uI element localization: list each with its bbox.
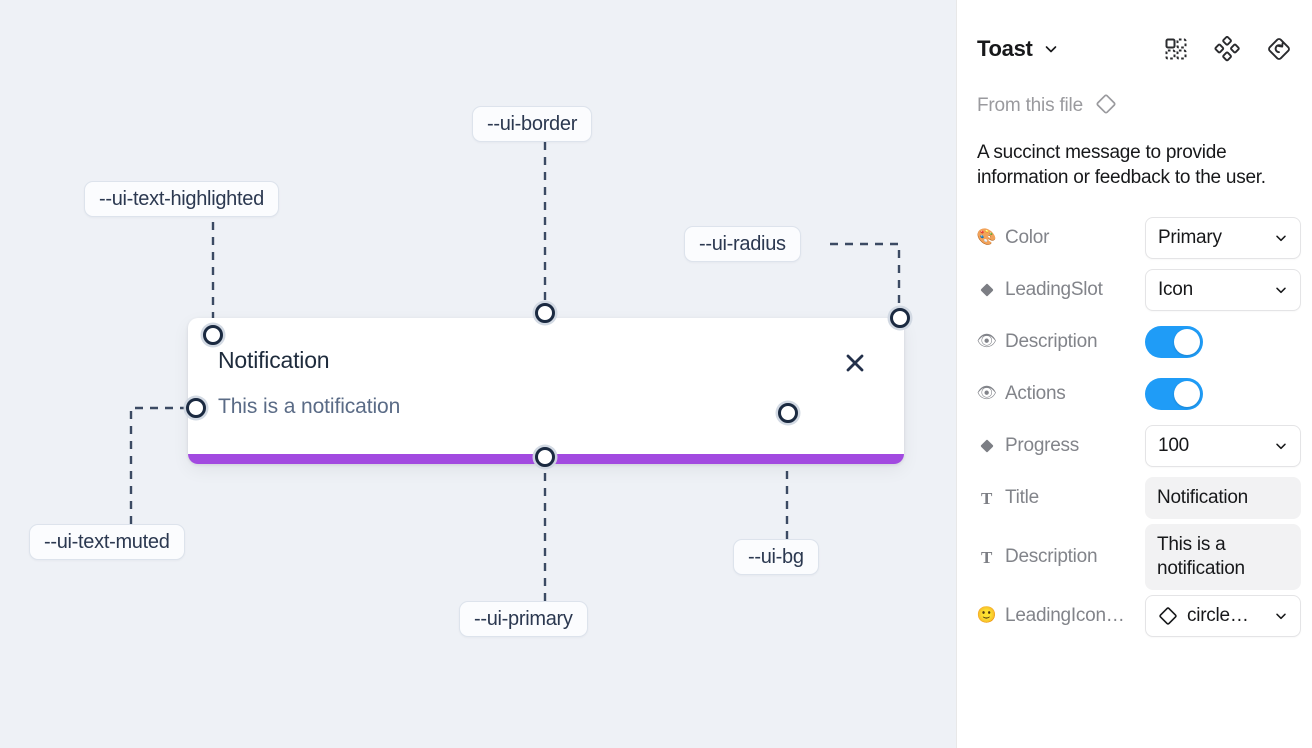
property-label-leadingslot: LeadingSlot: [977, 279, 1145, 301]
property-row-description-text: T Description This is a notification: [977, 524, 1301, 590]
property-label-text: LeadingSlot: [1005, 279, 1103, 300]
property-label-actions-visibility: 👁 Actions: [977, 383, 1145, 405]
toggle-actions[interactable]: [1145, 378, 1203, 410]
select-leadingslot-value: Icon: [1158, 279, 1193, 300]
node-ui-primary[interactable]: [535, 447, 555, 467]
annotation-chip-ui-radius[interactable]: --ui-radius: [684, 226, 801, 262]
annotation-chip-ui-bg[interactable]: --ui-bg: [733, 539, 819, 575]
eye-icon: 👁: [977, 333, 997, 350]
select-leadingslot[interactable]: Icon: [1145, 269, 1301, 311]
annotation-chip-ui-text-muted[interactable]: --ui-text-muted: [29, 524, 185, 560]
palette-icon: 🎨: [977, 229, 997, 246]
property-row-title: T Title Notification: [977, 472, 1301, 524]
panel-title: Toast: [977, 36, 1033, 61]
panel-header: Toast: [977, 0, 1292, 74]
toggle-knob: [1174, 381, 1200, 407]
from-this-file-label: From this file: [977, 95, 1083, 116]
select-leadingicon-value: circle…: [1187, 605, 1249, 626]
text-icon: T: [980, 488, 993, 508]
annotation-chip-ui-text-highlighted[interactable]: --ui-text-highlighted: [84, 181, 279, 217]
property-row-actions-visibility: 👁 Actions: [977, 368, 1292, 420]
smiley-icon: 🙂: [977, 607, 997, 624]
from-this-file[interactable]: From this file: [977, 93, 1292, 120]
node-ui-text-highlighted[interactable]: [203, 325, 223, 345]
eye-icon: 👁: [977, 385, 997, 402]
component-icon[interactable]: [1164, 37, 1188, 61]
close-icon[interactable]: [844, 352, 866, 374]
chevron-down-icon: [1274, 439, 1288, 453]
select-leadingicon[interactable]: circle…: [1145, 595, 1301, 637]
node-ui-bg[interactable]: [778, 403, 798, 423]
property-label-text: Actions: [1005, 383, 1066, 404]
select-color[interactable]: Primary: [1145, 217, 1301, 259]
connector-ui-radius: [830, 242, 901, 310]
text-icon: T: [980, 547, 993, 567]
diamond-icon: [1095, 93, 1117, 120]
node-ui-border[interactable]: [535, 303, 555, 323]
select-progress-value: 100: [1158, 435, 1189, 456]
property-row-progress: Progress 100: [977, 420, 1301, 472]
diamond-icon: [977, 282, 996, 298]
property-label-text: Progress: [1005, 435, 1080, 456]
toggle-description[interactable]: [1145, 326, 1203, 358]
toast-description: This is a notification: [218, 395, 401, 418]
annotation-chip-ui-border[interactable]: --ui-border: [472, 106, 593, 142]
chevron-down-icon: [1274, 283, 1288, 297]
property-row-leadingslot: LeadingSlot Icon: [977, 264, 1301, 316]
panel-header-actions: [1164, 36, 1292, 62]
select-progress[interactable]: 100: [1145, 425, 1301, 467]
toast-title: Notification: [218, 347, 330, 373]
property-row-leadingicon: 🙂 LeadingIcon… circle…: [977, 590, 1301, 642]
diamond-icon: [977, 438, 996, 454]
property-row-color: 🎨 Color Primary: [977, 212, 1301, 264]
connector-ui-text-muted: [129, 406, 188, 524]
chevron-down-icon[interactable]: [1043, 41, 1059, 57]
property-row-description-visibility: 👁 Description: [977, 316, 1292, 368]
property-label-color: 🎨 Color: [977, 227, 1145, 249]
property-label-text: Description: [1005, 546, 1098, 567]
input-title-value: Notification: [1157, 487, 1248, 508]
node-ui-radius[interactable]: [890, 308, 910, 328]
property-label-description-visibility: 👁 Description: [977, 331, 1145, 353]
select-color-value: Primary: [1158, 227, 1222, 248]
property-label-progress: Progress: [977, 435, 1145, 457]
chevron-down-icon: [1274, 231, 1288, 245]
property-label-leadingicon: 🙂 LeadingIcon…: [977, 605, 1145, 627]
input-description-value: This is a notification: [1157, 534, 1245, 579]
property-label-text: Title: [1005, 487, 1039, 508]
toast-preview-card[interactable]: Notification This is a notification: [188, 318, 904, 464]
reset-instance-icon[interactable]: [1266, 36, 1292, 62]
property-label-text: LeadingIcon…: [1005, 605, 1125, 626]
property-label-description-text: T Description: [977, 546, 1145, 568]
component-description: A succinct message to provide informatio…: [977, 142, 1266, 188]
annotation-chip-ui-primary[interactable]: --ui-primary: [459, 601, 588, 637]
toggle-knob: [1174, 329, 1200, 355]
properties-panel: Toast: [956, 0, 1312, 748]
input-description[interactable]: This is a notification: [1145, 524, 1301, 590]
diamond-icon: [1158, 606, 1178, 626]
chevron-down-icon: [1274, 609, 1288, 623]
variants-icon[interactable]: [1214, 36, 1240, 62]
property-list: 🎨 Color Primary: [977, 212, 1301, 642]
input-title[interactable]: Notification: [1145, 477, 1301, 519]
property-label-title: T Title: [977, 487, 1145, 509]
node-ui-text-muted[interactable]: [186, 398, 206, 418]
property-label-text: Description: [1005, 331, 1098, 352]
property-label-text: Color: [1005, 227, 1050, 248]
design-canvas[interactable]: Notification This is a notification --ui…: [0, 0, 956, 748]
